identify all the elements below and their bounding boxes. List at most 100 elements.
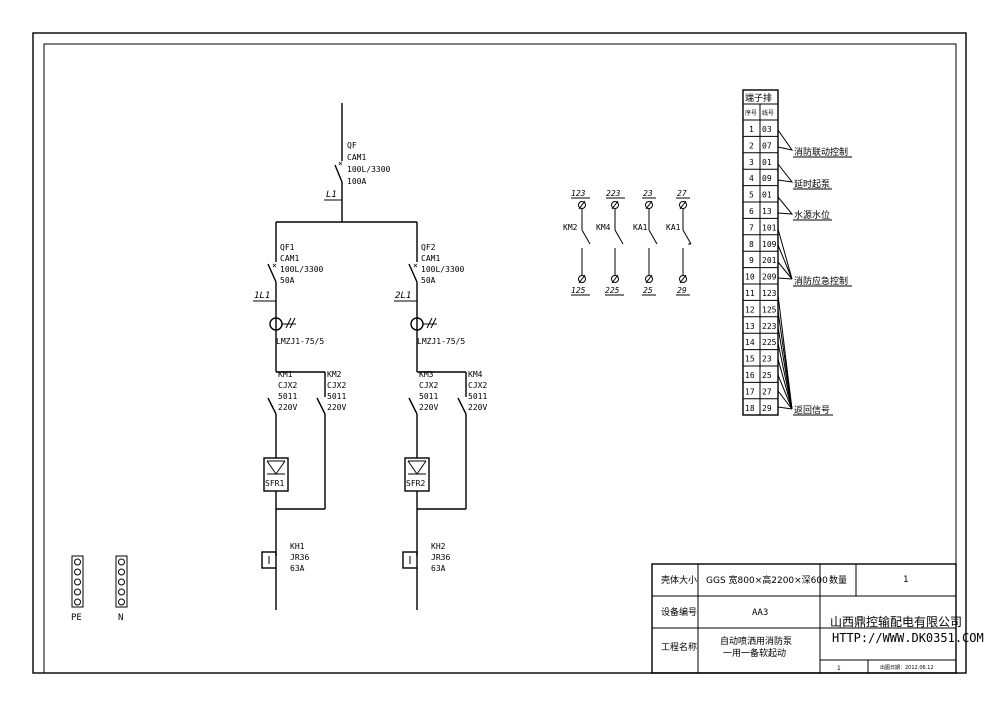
qf1-model: CAM1 (280, 254, 299, 263)
device-no-value: AA3 (752, 608, 768, 618)
terminal-index: 7 (749, 223, 754, 232)
n-bus: N (115, 555, 128, 623)
qf1-tag: QF1 (280, 243, 295, 252)
project-value-line-1: 自动喷洒用消防泵 (720, 635, 792, 647)
contact-2-label: KM4 (596, 223, 611, 232)
terminal-wire-number: 23 (762, 355, 772, 364)
terminal-wire-number: 01 (762, 158, 772, 167)
terminal-index: 1 (749, 125, 754, 134)
terminal-index: 5 (749, 191, 754, 200)
terminal-wire-number: 125 (762, 305, 777, 314)
km4-model: CJX2 (468, 381, 487, 390)
kh2-current: 63A (431, 564, 446, 573)
terminal-wire-number: 101 (762, 223, 777, 232)
terminal-index: 12 (745, 305, 755, 314)
feedback-contact-km4: 223 KM4 225 (596, 189, 625, 296)
contact-3-bottom: 25 (643, 286, 653, 295)
terminal-header-wire: 线号 (762, 109, 774, 117)
svg-text:×: × (272, 261, 277, 270)
cabinet-size-value: GGS 宽800×高2200×深600 (706, 574, 828, 586)
company-url: HTTP://WWW.DK0351.COM (832, 631, 984, 645)
contact-4-top: 27 (677, 189, 687, 198)
terminal-index: 8 (749, 240, 754, 249)
km3-model: CJX2 (419, 381, 438, 390)
terminal-wire-number: 223 (762, 322, 777, 331)
qf2-current: 50A (421, 276, 436, 285)
terminal-index: 14 (745, 338, 755, 347)
annotation-emergency-control: 消防应急控制 (794, 275, 848, 287)
soft-starter-1-label: SFR1 (265, 479, 284, 488)
km3-tag: KM3 (419, 370, 434, 379)
terminal-index: 6 (749, 207, 754, 216)
terminal-wire-number: 01 (762, 191, 772, 200)
thermal-relay-1 (261, 551, 277, 569)
km4-rating: 5011 (468, 392, 487, 401)
terminal-wire-number: 201 (762, 256, 777, 265)
feedback-contact-ka1-b: 27 KA1 29 (666, 189, 692, 296)
km4-tag: KM4 (468, 370, 483, 379)
annotation-water-level: 水源水位 (794, 209, 830, 221)
ct-1-label: LMZJ1-75/5 (276, 337, 324, 346)
km2-rating: 5011 (327, 392, 346, 401)
cabinet-size-label: 壳体大小 (661, 574, 697, 586)
feedback-contact-km2: 123 KM2 125 (563, 189, 591, 296)
terminal-wire-number: 225 (762, 338, 777, 347)
terminal-wire-number: 109 (762, 240, 777, 249)
terminal-index: 13 (745, 322, 755, 331)
qf2-model: CAM1 (421, 254, 440, 263)
company-name: 山西鼎控输配电有限公司 (830, 614, 962, 629)
km4-voltage: 220V (468, 403, 487, 412)
pe-bus: PE (71, 555, 84, 623)
feedback-contacts: 123 KM2 125 223 KM4 225 23 (563, 189, 692, 296)
branch-2-line-label: 2L1 (395, 291, 411, 301)
terminal-wire-number: 03 (762, 125, 772, 134)
project-label: 工程名称 (661, 641, 697, 653)
kh1-model: JR36 (290, 553, 309, 562)
branch-1-line-label: 1L1 (254, 291, 270, 301)
kh2-model: JR36 (431, 553, 450, 562)
sheet-number: 1 (837, 665, 841, 672)
quantity-label: 数量 (829, 574, 847, 586)
qf1-rating: 100L/3300 (280, 265, 324, 274)
terminal-index: 10 (745, 273, 755, 282)
main-breaker-rating: 100L/3300 (347, 165, 391, 174)
svg-text:×: × (413, 261, 418, 270)
terminal-wire-number: 07 (762, 141, 772, 150)
kh1-tag: KH1 (290, 542, 305, 551)
contact-4-bottom: 29 (677, 286, 687, 295)
annotation-linkage-control: 消防联动控制 (794, 146, 848, 158)
issue-date: 出图日期：2012.06.12 (880, 664, 934, 671)
terminal-wire-number: 25 (762, 371, 772, 380)
title-block: 壳体大小 GGS 宽800×高2200×深600 数量 1 设备编号 AA3 工… (651, 563, 984, 674)
kh1-current: 63A (290, 564, 305, 573)
km2-voltage: 220V (327, 403, 346, 412)
terminal-index: 17 (745, 387, 755, 396)
terminal-wire-number: 209 (762, 273, 777, 282)
contact-1-top: 123 (571, 189, 586, 198)
km2-tag: KM2 (327, 370, 342, 379)
terminal-header-index: 序号 (745, 109, 757, 117)
km1-model: CJX2 (278, 381, 297, 390)
contact-3-label: KA1 (633, 223, 648, 232)
terminal-wire-number: 29 (762, 404, 772, 413)
terminal-index: 16 (745, 371, 755, 380)
pe-label: PE (71, 613, 82, 623)
terminal-wire-number: 13 (762, 207, 772, 216)
terminal-block-title: 端子排 (745, 92, 772, 104)
contact-2-top: 223 (606, 189, 621, 198)
svg-text:×: × (338, 159, 343, 168)
terminal-index: 3 (749, 158, 754, 167)
project-value-line-2: 一用一备软起动 (723, 647, 786, 659)
feedback-contact-ka1-a: 23 KA1 25 (633, 189, 658, 296)
main-breaker-tag: QF (347, 141, 357, 150)
ct-2-label: LMZJ1-75/5 (417, 337, 465, 346)
contact-3-top: 23 (643, 189, 653, 198)
contact-2-bottom: 225 (605, 286, 620, 295)
terminal-index: 2 (749, 141, 754, 150)
branch-1: × QF1 CAM1 100L/3300 50A 1L1 LMZJ1-75/5 … (253, 222, 346, 610)
km3-rating: 5011 (419, 392, 438, 401)
qf2-tag: QF2 (421, 243, 436, 252)
